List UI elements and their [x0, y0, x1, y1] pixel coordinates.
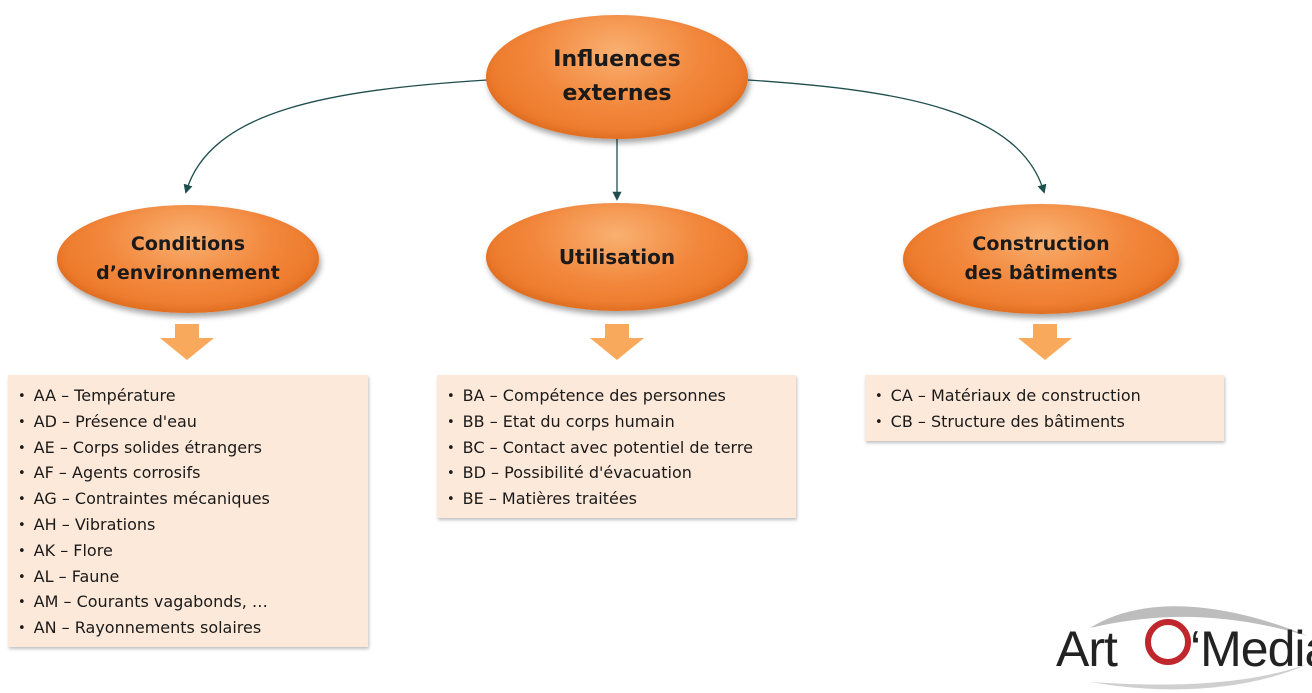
connector-left [183, 79, 488, 194]
list-item: CA – Matériaux de construction [875, 383, 1224, 409]
down-arrow-icon [590, 324, 644, 360]
category-node-construction: Construction des bâtiments [903, 204, 1179, 314]
list-item: AL – Faune [18, 564, 368, 590]
bullet-list: AA – Température AD – Présence d'eau AE … [8, 375, 368, 641]
list-box-environment: AA – Température AD – Présence d'eau AE … [8, 375, 368, 647]
category-node-utilisation: Utilisation [486, 203, 748, 311]
category-title-line-2: des bâtiments [964, 262, 1118, 284]
root-line-2: externes [562, 81, 672, 106]
connector-right [747, 79, 1047, 194]
bullet-list: BA – Compétence des personnes BB – Etat … [437, 375, 796, 512]
logo: Art ‘Media [1050, 598, 1312, 693]
list-box-utilisation: BA – Compétence des personnes BB – Etat … [437, 375, 796, 518]
category-title-line-2: d’environnement [96, 262, 280, 284]
list-box-construction: CA – Matériaux de construction CB – Stru… [865, 375, 1224, 441]
list-item: CB – Structure des bâtiments [875, 409, 1224, 435]
root-node: Influences externes [486, 15, 748, 139]
list-item: BC – Contact avec potentiel de terre [447, 435, 796, 461]
list-item: AH – Vibrations [18, 512, 368, 538]
down-arrow-icon [160, 324, 214, 360]
category-node-environment: Conditions d’environnement [57, 205, 319, 313]
list-item: BA – Compétence des personnes [447, 383, 796, 409]
list-item: AM – Courants vagabonds, … [18, 589, 368, 615]
list-item: BB – Etat du corps humain [447, 409, 796, 435]
logo-text-art: Art [1056, 621, 1118, 677]
list-item: AN – Rayonnements solaires [18, 615, 368, 641]
down-arrow-icon [1018, 324, 1072, 360]
category-title-line-1: Construction [972, 232, 1110, 255]
category-title-line-1: Conditions [130, 232, 246, 255]
root-line-1: Influences [553, 46, 681, 72]
bullet-list: CA – Matériaux de construction CB – Stru… [865, 375, 1224, 435]
list-item: BE – Matières traitées [447, 486, 796, 512]
list-item: AE – Corps solides étrangers [18, 435, 368, 461]
list-item: AG – Contraintes mécaniques [18, 486, 368, 512]
logo-swoosh-icon [1090, 606, 1308, 690]
category-title-line-1: Utilisation [558, 244, 676, 269]
list-item: AD – Présence d'eau [18, 409, 368, 435]
list-item: AF – Agents corrosifs [18, 460, 368, 486]
list-item: AK – Flore [18, 538, 368, 564]
list-item: BD – Possibilité d'évacuation [447, 460, 796, 486]
list-item: AA – Température [18, 383, 368, 409]
logo-text-media: ‘Media [1190, 621, 1312, 677]
